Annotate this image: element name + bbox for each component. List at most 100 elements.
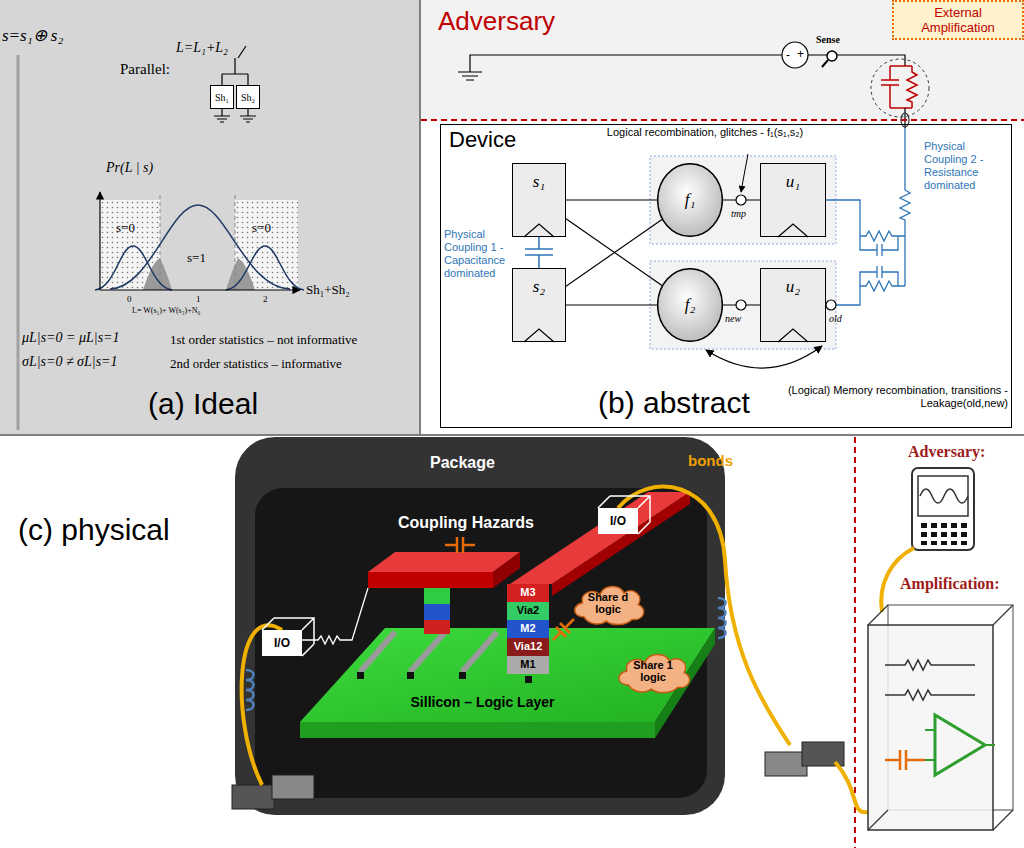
panel-grounds — [419, 0, 421, 435]
inverter-bubbles — [736, 300, 746, 310]
adversary-circuit — [421, 119, 1024, 121]
node-text: f₁ — [685, 190, 696, 210]
adversary-instruments — [835, 437, 1013, 848]
layer-name: M1 — [507, 658, 549, 671]
probe-label: Sense — [816, 34, 840, 46]
panel-grounds — [0, 434, 1024, 436]
ideal-chart — [18, 46, 304, 430]
node-text: Coupling Hazards — [398, 513, 534, 532]
device-internals — [741, 154, 748, 192]
adversary-instruments — [921, 532, 927, 537]
package-drawing — [459, 672, 466, 679]
device-internals — [512, 268, 566, 342]
adversary-circuit — [458, 72, 482, 80]
part-name: Adversary: — [908, 442, 985, 461]
adversary-circuit — [470, 55, 782, 72]
adversary-instruments — [885, 750, 925, 770]
inverter-bubbles — [826, 300, 836, 310]
package-drawing — [424, 588, 450, 604]
package-drawing — [407, 672, 414, 679]
annotation: Logical recombination, glitches - f₁(s₁,… — [605, 126, 805, 139]
device-box: Devices₁s₂f₁u₁f₂u₂ — [440, 124, 1012, 428]
adversary-instruments — [868, 625, 993, 830]
ideal-chart — [100, 289, 300, 290]
amplification-box: External Amplification — [892, 0, 1024, 40]
panel: (c) physicalPackageCoupling HazardsI/OI/… — [0, 436, 1024, 848]
adversary-instruments — [935, 715, 985, 775]
ellipse-outline — [658, 164, 723, 237]
io-pad: I/O — [598, 508, 638, 534]
logic-cloud: Share 1 logic — [612, 648, 694, 694]
device-internals — [525, 237, 553, 268]
adversary-circuit — [782, 42, 808, 68]
adversary-circuit — [827, 51, 837, 61]
adversary-instruments — [951, 532, 957, 537]
device-internals — [826, 200, 905, 241]
polarity-sign: + — [797, 47, 804, 61]
adversary-instruments — [941, 532, 947, 537]
package-drawing — [618, 487, 790, 745]
node-text: I/O — [610, 514, 626, 528]
region-label: s=0 — [116, 220, 135, 236]
panel: (a) IdealSh₁Sh₂ — [0, 0, 420, 435]
panel-grounds — [0, 0, 420, 435]
signal-wire — [566, 304, 657, 305]
region-label: s=1 — [187, 250, 206, 266]
package-drawing — [507, 638, 549, 656]
device-internals — [760, 163, 826, 237]
adversary-instruments — [961, 532, 967, 537]
annotation: Physical Coupling 1 - Capacitance domina… — [444, 228, 508, 280]
node-text: s₁ — [533, 172, 546, 192]
package-drawing — [552, 492, 690, 596]
ideal-chart — [95, 246, 172, 290]
adversary-instruments — [941, 541, 947, 545]
register: s₂ — [512, 268, 566, 342]
package-drawing — [300, 628, 715, 722]
package-drawing — [302, 588, 368, 644]
package-drawing — [507, 656, 549, 674]
region-title: Adversary — [438, 6, 555, 37]
node-text: Share d logic — [582, 591, 634, 615]
register: s₁ — [512, 163, 566, 237]
equation: σL|s=0 ≠ σL|s=1 — [22, 354, 118, 371]
signal-name: old — [829, 313, 842, 325]
package-drawing — [718, 598, 726, 638]
package-drawing — [424, 604, 450, 620]
adversary-instruments — [912, 468, 974, 550]
package-drawing — [424, 620, 450, 634]
equation: μL|s=0 = μL|s=1 — [22, 330, 120, 347]
package-drawing — [360, 632, 497, 672]
adversary-instruments — [921, 541, 927, 545]
package: PackageCoupling HazardsI/OI/OSillicon – … — [235, 437, 725, 815]
node-text: f₂ — [685, 295, 696, 315]
device-internals — [836, 281, 905, 305]
node-text: Share 1 logic — [627, 659, 679, 683]
package-drawing — [445, 537, 475, 553]
tick-label: 0 — [127, 294, 132, 305]
axis-label: Pr(L | s) — [106, 160, 153, 177]
panel: (b) abstractExternal AmplificationDevice… — [420, 0, 1024, 435]
logic-cloud: Share d logic — [568, 580, 648, 626]
adversary-instruments — [885, 690, 975, 700]
adversary-circuit — [822, 60, 828, 67]
layer-name: Via2 — [507, 604, 549, 617]
panel-grounds — [0, 0, 1024, 435]
adversary-instruments — [941, 523, 947, 528]
adversary-circuit — [881, 66, 917, 108]
package-drawing — [357, 672, 364, 679]
node-text: Sh₁ — [215, 92, 229, 103]
device-internals — [760, 268, 826, 342]
device-internals — [512, 128, 910, 368]
annotation: Physical Coupling 2 - Resistance dominat… — [924, 140, 1008, 192]
adversary-instruments — [951, 541, 957, 545]
adversary-instruments — [885, 660, 975, 670]
signal-wire — [566, 199, 657, 200]
layer-name: M2 — [507, 622, 549, 635]
equation: s=s₁⊕ s₂ — [2, 26, 63, 46]
node-text: Sillicon – Logic Layer — [411, 694, 555, 710]
adversary-instruments — [931, 541, 937, 545]
node-text: Package — [430, 453, 495, 472]
polarity-sign: - — [786, 48, 790, 62]
panel-grounds — [421, 0, 1024, 121]
layer-name: Via12 — [507, 640, 549, 653]
